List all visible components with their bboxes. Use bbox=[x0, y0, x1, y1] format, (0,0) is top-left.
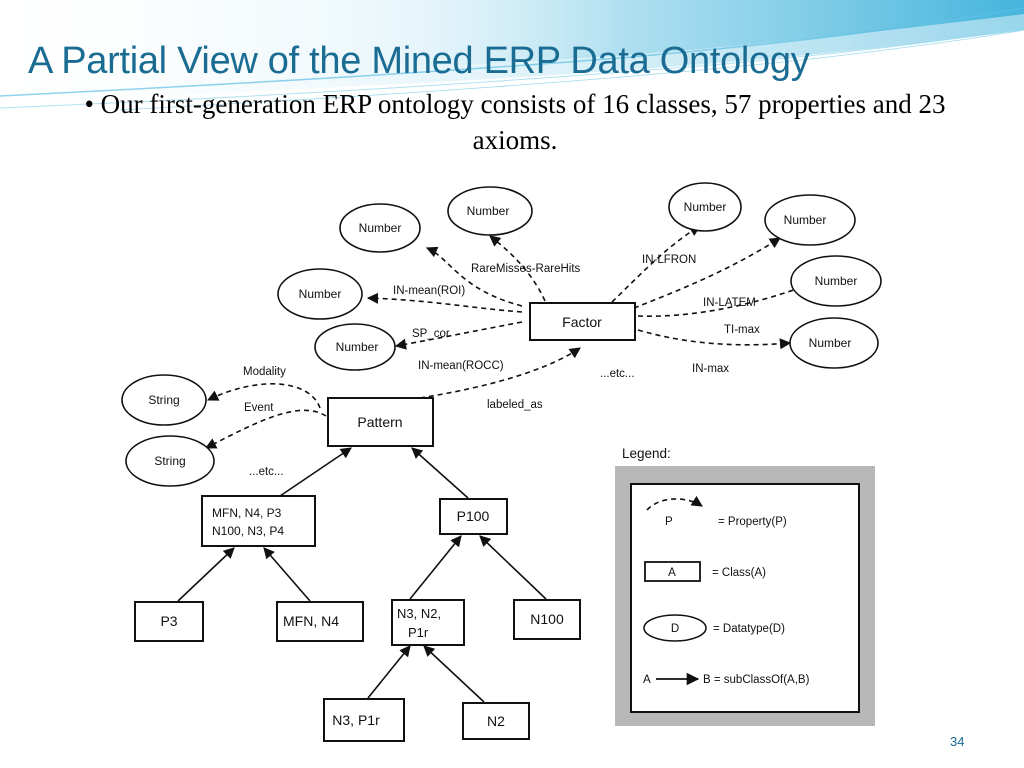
property-arc bbox=[611, 225, 701, 303]
legend-subclass-a: A bbox=[643, 674, 651, 686]
n100-class-box bbox=[513, 599, 581, 640]
slide-title: A Partial View of the Mined ERP Data Ont… bbox=[28, 40, 810, 82]
property-label: TI-max bbox=[724, 324, 760, 336]
p3-label: P3 bbox=[160, 613, 177, 629]
subclass-arrow bbox=[367, 645, 411, 699]
bullet-text: • Our first-generation ERP ontology cons… bbox=[84, 89, 946, 155]
subclass-arrow bbox=[279, 447, 352, 497]
property-label: ...etc... bbox=[249, 466, 284, 478]
legend-property-text: = Property(P) bbox=[718, 516, 787, 528]
pattern-class-box bbox=[327, 397, 434, 447]
n100-label: N100 bbox=[530, 611, 564, 627]
p100-class-box bbox=[439, 498, 508, 535]
subclass-arrow bbox=[479, 535, 547, 600]
factor-label: Factor bbox=[562, 314, 602, 330]
page-number: 34 bbox=[950, 734, 965, 749]
string-datatype-node bbox=[121, 374, 207, 426]
number-datatype-node bbox=[314, 323, 396, 371]
property-arc bbox=[394, 321, 523, 350]
property-arc bbox=[637, 284, 807, 318]
legend-datatype-text: = Datatype(D) bbox=[713, 623, 785, 635]
n3-n2-p1r-class-box bbox=[391, 599, 465, 646]
p100-label: P100 bbox=[457, 508, 490, 524]
number-label: Number bbox=[809, 336, 852, 350]
n2-label: N2 bbox=[487, 713, 505, 729]
number-datatype-node bbox=[764, 194, 856, 246]
property-arc bbox=[419, 347, 581, 399]
number-datatype-node bbox=[789, 317, 879, 369]
property-label: IN-mean(ROCC) bbox=[418, 360, 504, 372]
property-arc bbox=[366, 292, 523, 313]
subclass-arrow bbox=[177, 547, 235, 602]
number-label: Number bbox=[815, 274, 858, 288]
number-datatype-node bbox=[339, 203, 421, 253]
property-label: ...etc... bbox=[600, 368, 635, 380]
subclass-arrow bbox=[263, 547, 311, 602]
legend-property-arc bbox=[646, 495, 703, 511]
string-label: String bbox=[154, 454, 185, 468]
n3-p1r-label: N3, P1r bbox=[332, 712, 380, 728]
legend-subclass-text: B = subClassOf(A,B) bbox=[703, 674, 810, 686]
factor-class-box bbox=[529, 302, 636, 341]
n2-class-box bbox=[462, 702, 530, 740]
number-label: Number bbox=[467, 204, 510, 218]
mfn-n4-p3-label-line2: N100, N3, P4 bbox=[212, 524, 284, 538]
property-label: IN-LATEM bbox=[703, 297, 756, 309]
mfn-n4-label: MFN, N4 bbox=[283, 613, 339, 629]
subclass-arrow bbox=[409, 535, 462, 600]
number-datatype-node bbox=[447, 186, 533, 236]
n3-p1r-class-box bbox=[323, 698, 405, 742]
property-label: IN-mean(ROI) bbox=[393, 285, 465, 297]
subclass-arrow bbox=[411, 447, 469, 499]
property-label: SP_cor bbox=[412, 328, 450, 340]
legend-class-text: = Class(A) bbox=[712, 567, 766, 579]
legend-box bbox=[630, 483, 860, 713]
subclass-arrow bbox=[423, 645, 485, 703]
n3-n2-p1r-label-line2: P1r bbox=[408, 625, 429, 640]
number-label: Number bbox=[784, 213, 827, 227]
property-label: Modality bbox=[243, 366, 286, 378]
property-label: IN-max bbox=[692, 363, 729, 375]
property-arc bbox=[205, 409, 327, 449]
property-arc bbox=[489, 235, 546, 302]
mfn-n4-p3-class-box bbox=[201, 495, 316, 547]
legend-property-symbol: P bbox=[665, 516, 673, 528]
property-label: labeled_as bbox=[487, 399, 543, 411]
property-arc bbox=[637, 329, 792, 350]
property-arc bbox=[206, 383, 321, 409]
string-label: String bbox=[148, 393, 179, 407]
number-datatype-node bbox=[277, 268, 363, 320]
mfn-n4-p3-label-line1: MFN, N4, P3 bbox=[212, 506, 282, 520]
string-datatype-node bbox=[125, 435, 215, 487]
number-datatype-node bbox=[668, 182, 742, 232]
n3-n2-p1r-label-line1: N3, N2, bbox=[397, 606, 441, 621]
number-datatype-node bbox=[790, 255, 882, 307]
number-label: Number bbox=[299, 287, 342, 301]
property-label: IN-LFRON bbox=[642, 254, 696, 266]
property-label: Event bbox=[244, 402, 274, 414]
number-label: Number bbox=[359, 221, 402, 235]
legend-datatype-symbol: D bbox=[671, 623, 679, 635]
legend-datatype-ellipse bbox=[643, 614, 707, 642]
legend-title: Legend: bbox=[622, 446, 671, 461]
p3-class-box bbox=[134, 601, 204, 642]
property-arc bbox=[425, 246, 523, 307]
number-label: Number bbox=[684, 200, 727, 214]
number-label: Number bbox=[336, 340, 379, 354]
legend-class-symbol: A bbox=[668, 567, 676, 579]
legend-class-box bbox=[644, 561, 701, 582]
property-label: RareMisses-RareHits bbox=[471, 263, 581, 275]
mfn-n4-class-box bbox=[276, 601, 364, 642]
pattern-label: Pattern bbox=[357, 414, 402, 430]
